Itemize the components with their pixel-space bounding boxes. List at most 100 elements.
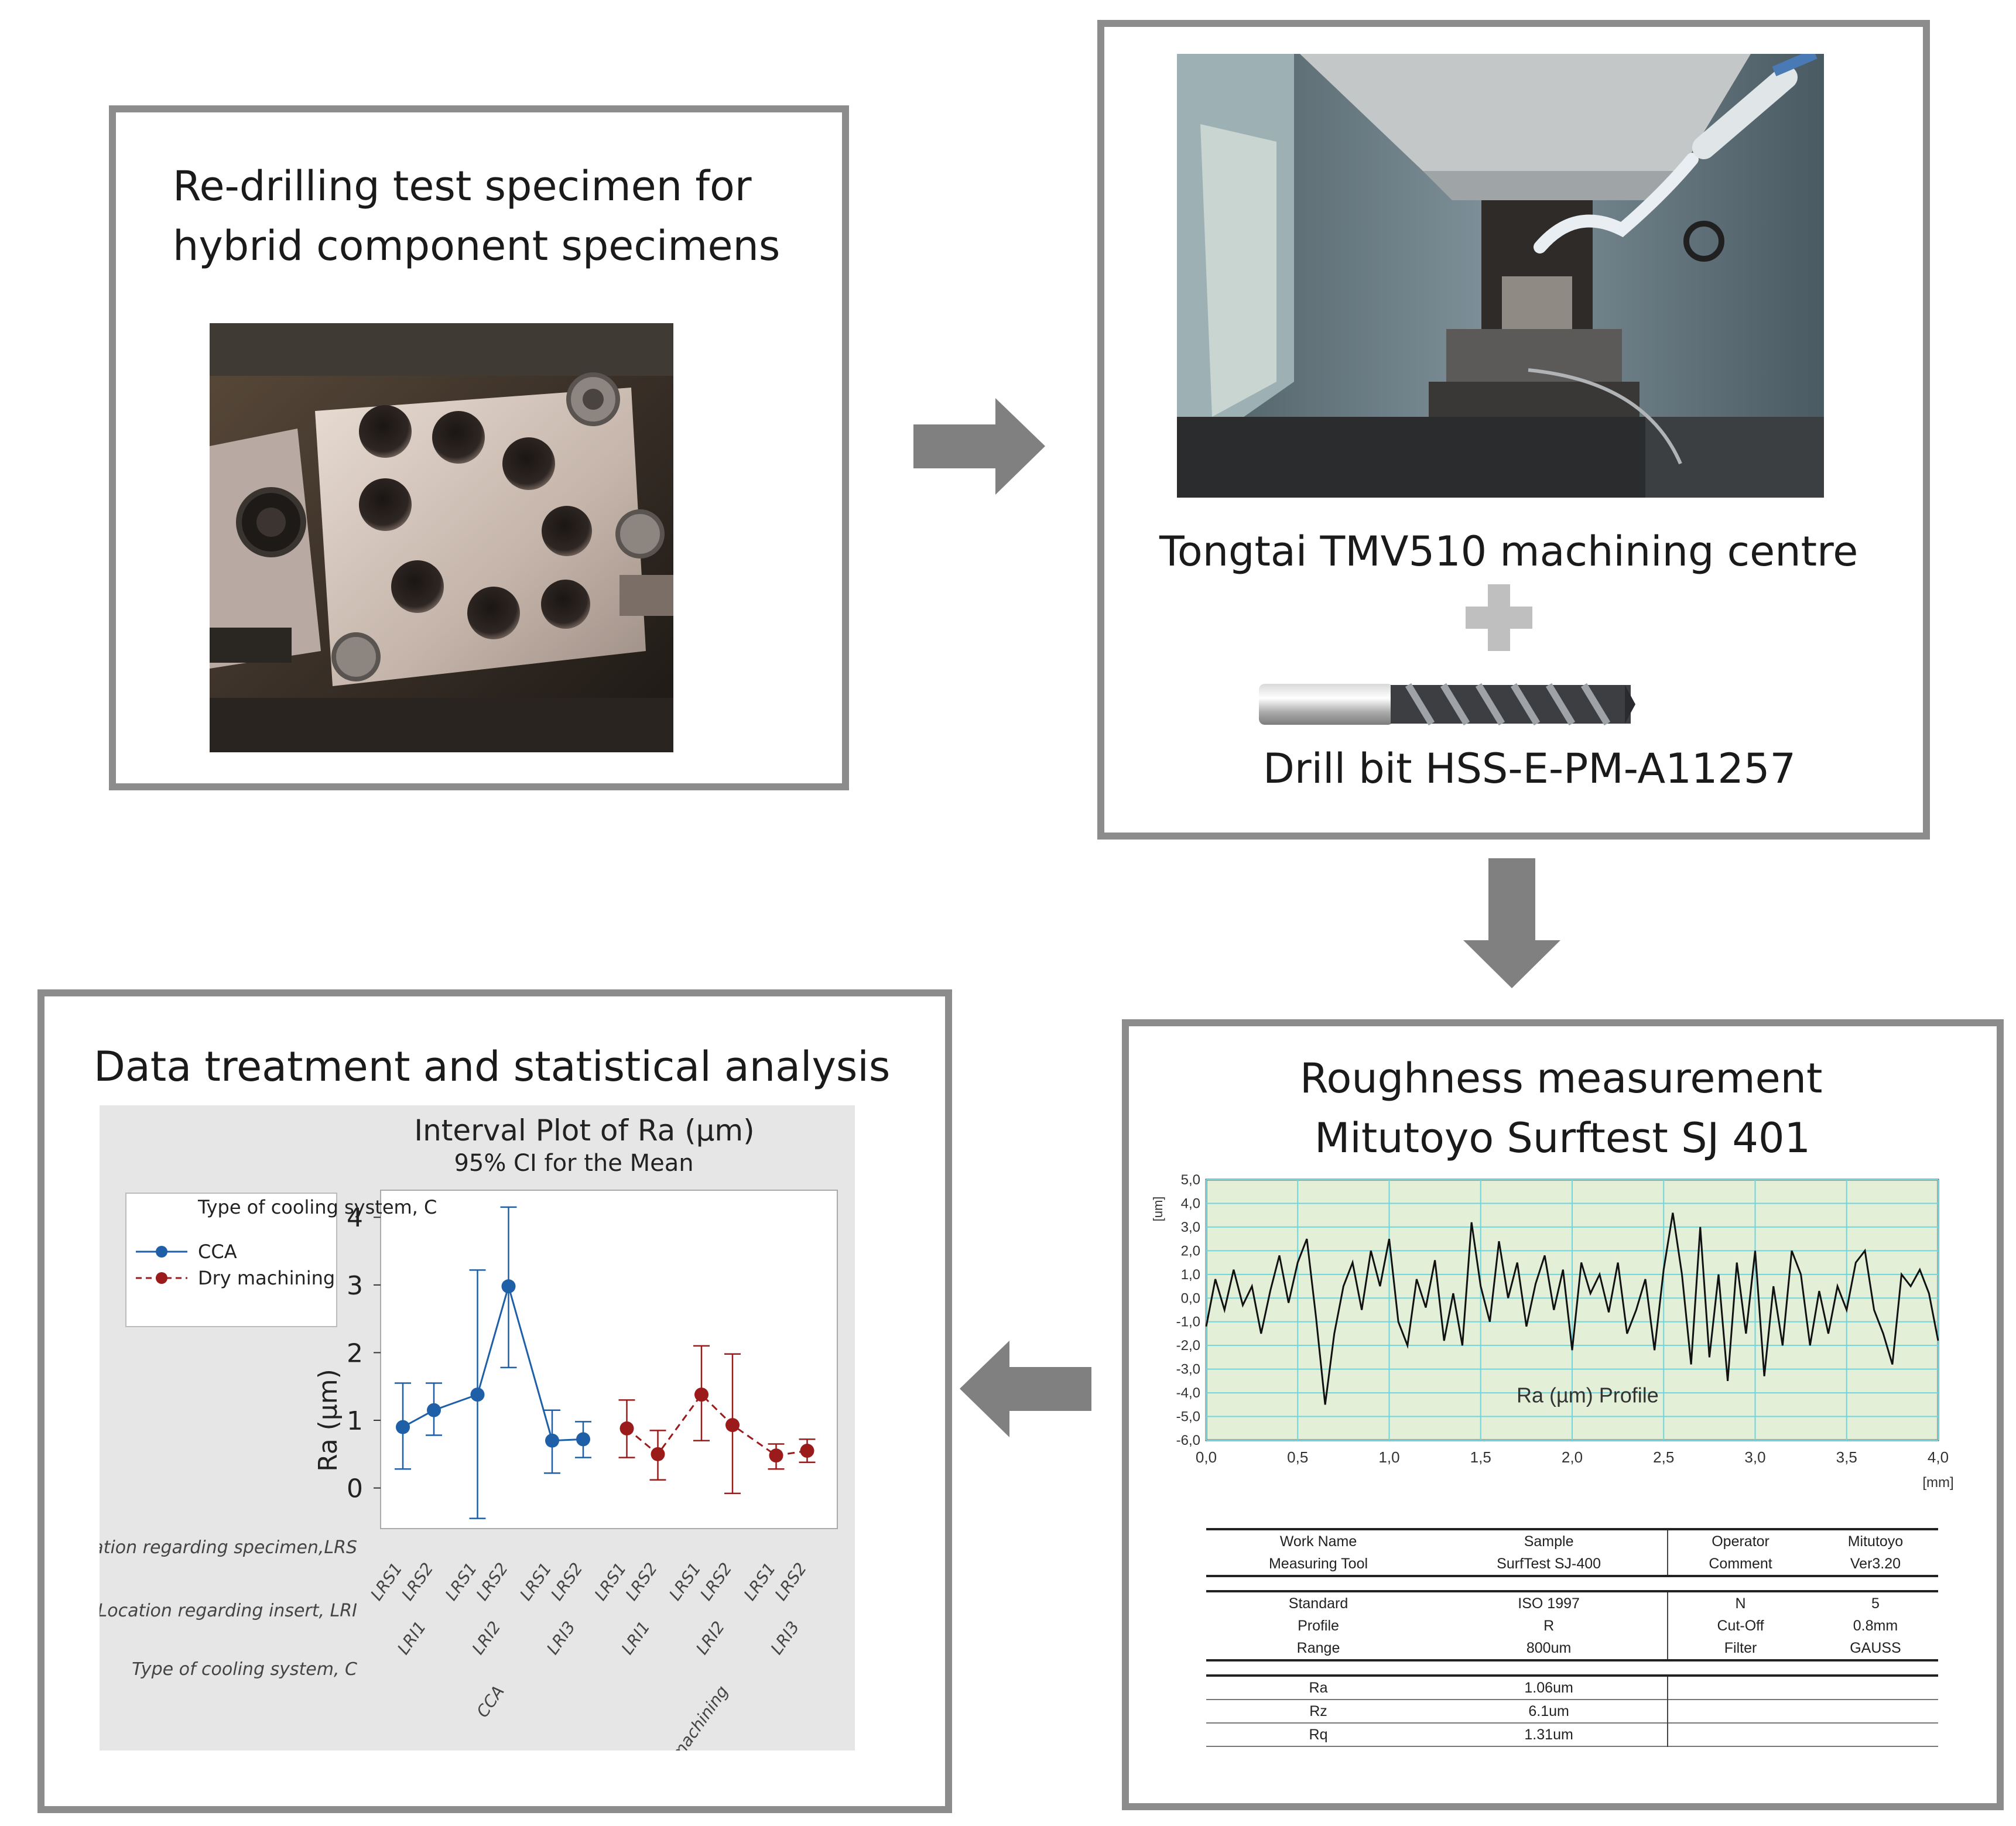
table-cell: SurfTest SJ-400 (1430, 1553, 1669, 1577)
data-point (576, 1432, 590, 1447)
table-cell: Mitutoyo (1812, 1528, 1938, 1553)
drill-bit-caption: Drill bit HSS-E-PM-A11257 (1263, 745, 1796, 793)
y-tick-label: -4,0 (1176, 1385, 1200, 1401)
specimen-photo (210, 323, 673, 752)
y-tick-label: 4,0 (1181, 1195, 1200, 1211)
table-cell: Comment (1668, 1553, 1813, 1577)
table-cell: Range (1206, 1637, 1431, 1661)
table-cell: N (1668, 1590, 1813, 1615)
y-tick-label: 3 (347, 1271, 363, 1301)
x-tick-label: 2,5 (1653, 1448, 1674, 1466)
drill-bit-photo (1256, 678, 1637, 731)
table-cell: R (1430, 1615, 1669, 1637)
y-tick-label: 1,0 (1181, 1267, 1200, 1283)
row-label: Location regarding specimen,LRS (100, 1537, 357, 1558)
table-cell (1668, 1723, 1813, 1746)
table-cell: 5 (1812, 1590, 1938, 1615)
table-cell (1812, 1674, 1938, 1700)
table-cell: ISO 1997 (1430, 1590, 1669, 1615)
table-cell: Sample (1430, 1528, 1669, 1553)
table-cell: Cut-Off (1717, 1617, 1764, 1634)
table-cell: Rq (1309, 1726, 1328, 1743)
y-tick-label: 2 (347, 1338, 363, 1368)
legend-title: Type of cooling system, C (197, 1196, 437, 1218)
data-point (396, 1420, 410, 1434)
legend-marker (156, 1246, 167, 1258)
table-row: Ra 1.06um (1206, 1674, 1938, 1700)
data-point (725, 1418, 740, 1433)
machining-centre-caption: Tongtai TMV510 machining centre (1159, 527, 1858, 575)
table-row: Work Name Sample Operator Mitutoyo (1206, 1528, 1938, 1553)
y-tick-label: 4 (347, 1203, 363, 1233)
x-tick-label: 0,5 (1287, 1448, 1308, 1466)
data-point (619, 1421, 634, 1436)
table-cell: Rz (1309, 1702, 1327, 1719)
data-point (800, 1444, 814, 1458)
y-tick-label: -3,0 (1176, 1362, 1200, 1378)
table-cell: Filter (1668, 1637, 1813, 1661)
data-point (427, 1403, 441, 1417)
table-cell: Ver3.20 (1812, 1553, 1938, 1577)
table-cell: Ra (1206, 1674, 1431, 1700)
panel-specimen-title-line1: Re-drilling test specimen for (173, 162, 752, 210)
row-label: Location regarding insert, LRI (100, 1601, 357, 1621)
table-row: Range 800um Filter GAUSS (1206, 1637, 1938, 1661)
y-axis-label: Ra (µm) (313, 1369, 343, 1472)
panel-roughness-title-line1: Roughness measurement (1300, 1054, 1823, 1102)
table-cell (1668, 1700, 1813, 1723)
data-point (694, 1388, 708, 1402)
x-tick-label: 4,0 (1928, 1448, 1949, 1466)
y-tick-label: -2,0 (1176, 1338, 1200, 1354)
table-cell: 800um (1430, 1637, 1669, 1661)
x-tick-label: 1,0 (1378, 1448, 1399, 1466)
table-cell: 0.8mm (1853, 1617, 1898, 1634)
y-tick-label: 0 (347, 1474, 363, 1504)
panel-specimen-title-line2: hybrid component specimens (173, 222, 781, 270)
legend-marker (156, 1272, 167, 1284)
panel-analysis-title: Data treatment and statistical analysis (94, 1043, 891, 1091)
y-tick-label: 1 (347, 1406, 363, 1436)
table-cell: Operator (1668, 1528, 1813, 1553)
row-label: Type of cooling system, C (132, 1659, 357, 1680)
panel-roughness-title-line2: Mitutoyo Surftest SJ 401 (1315, 1114, 1811, 1162)
table-cell: Profile (1298, 1617, 1339, 1634)
chart-subtitle: 95% CI for the Mean (454, 1150, 693, 1177)
x-tick-label: 1,5 (1470, 1448, 1491, 1466)
y-axis-label: [um] (1151, 1197, 1165, 1222)
table-cell: 1.31um (1430, 1723, 1669, 1746)
arrow-down-icon (1463, 858, 1560, 988)
table-row: Rq 1.31um (1206, 1723, 1938, 1746)
y-tick-label: -6,0 (1176, 1433, 1200, 1448)
y-tick-label: 2,0 (1181, 1243, 1200, 1259)
y-tick-label: 5,0 (1181, 1172, 1200, 1188)
x-axis-label: [mm] (1922, 1475, 1953, 1491)
table-row: Measuring Tool SurfTest SJ-400 Comment V… (1206, 1553, 1938, 1577)
table-cell (1668, 1674, 1813, 1700)
table-cell: Standard (1206, 1590, 1431, 1615)
x-tick-label: 3,5 (1836, 1448, 1857, 1466)
data-point (545, 1433, 559, 1448)
plot-area (380, 1190, 838, 1529)
table-cell: 6.1um (1430, 1700, 1669, 1723)
profile-annotation: Ra (µm) Profile (1517, 1383, 1659, 1407)
profile-series-line (1205, 1212, 1939, 1405)
table-cell: Measuring Tool (1206, 1553, 1431, 1577)
table-cell (1813, 1723, 1938, 1746)
machining-centre-photo (1177, 54, 1824, 498)
data-point (651, 1447, 665, 1461)
x-tick-label: 2,0 (1562, 1448, 1583, 1466)
legend-entry: Dry machining (198, 1267, 335, 1289)
data-point (470, 1388, 485, 1402)
arrow-left-icon (960, 1341, 1091, 1437)
table-row: Standard ISO 1997 N 5 (1206, 1590, 1938, 1615)
arrow-right-icon (913, 398, 1045, 495)
legend-entry: CCA (198, 1241, 237, 1263)
plus-icon (1466, 584, 1532, 651)
roughness-profile-chart: 5,04,03,02,01,00,0-1,0-2,0-3,0-4,0-5,0-6… (1151, 1172, 1954, 1491)
interval-plot-chart: Interval Plot of Ra (µm) 95% CI for the M… (100, 1105, 855, 1750)
table-cell: Work Name (1206, 1528, 1431, 1553)
chart-title: Interval Plot of Ra (µm) (414, 1114, 754, 1147)
data-point (501, 1279, 516, 1294)
y-tick-label: 3,0 (1181, 1219, 1200, 1235)
table-row: Profile R Cut-Off 0.8mm (1206, 1615, 1938, 1637)
